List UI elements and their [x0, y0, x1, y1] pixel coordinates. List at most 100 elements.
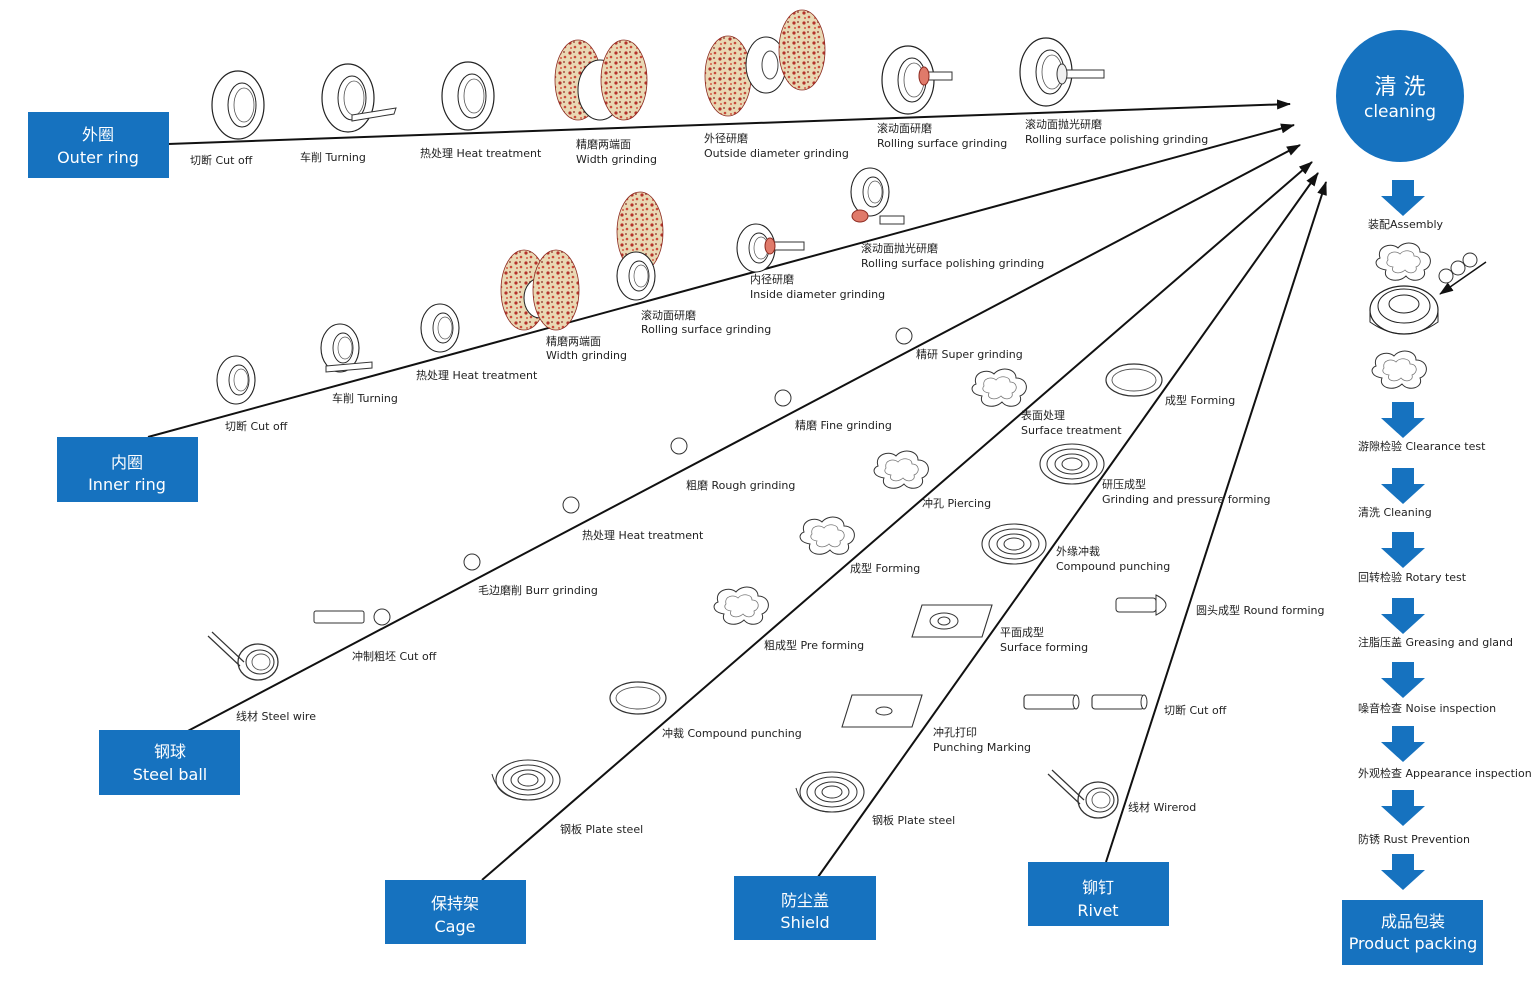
flow-assembly: 装配Assembly — [1368, 218, 1444, 231]
outer-step-rolling-cn: 滚动面研磨 — [877, 121, 932, 135]
shield-step-punch-cn: 冲孔打印 — [933, 725, 977, 739]
cage-parts — [491, 368, 1027, 801]
outer-step-cut-off: 切断 Cut off — [190, 153, 253, 167]
inner-id-grinding — [736, 223, 805, 273]
flow-rust: 防锈 Rust Prevention — [1358, 832, 1470, 846]
shield-step-compound-cn: 外缘冲裁 — [1056, 544, 1100, 558]
ball-step-heat: 热处理 Heat treatment — [582, 529, 704, 542]
final-flow-labels: 装配Assembly 游隙检验 Clearance test 清洗 Cleani… — [1358, 218, 1532, 846]
outer-ring-labels: 切断 Cut off 车削 Turning 热处理 Heat treatment… — [190, 117, 1208, 167]
rivet-parts — [1023, 594, 1167, 819]
outer-step-rolling-en: Rolling surface grinding — [877, 137, 1007, 150]
ball-step-fine: 精磨 Fine grinding — [795, 419, 892, 432]
box-cleaning-en: cleaning — [1364, 102, 1436, 122]
process-lines — [147, 99, 1327, 881]
box-shield-en: Shield — [780, 913, 829, 932]
outer-step-width-cn: 精磨两端面 — [576, 138, 631, 151]
outer-step-od-cn: 外径研磨 — [704, 132, 748, 145]
inner-step-polish-cn: 滚动面抛光研磨 — [861, 241, 938, 255]
box-inner-ring: 内圈 Inner ring — [57, 437, 198, 502]
outer-step-width-en: Width grinding — [576, 153, 657, 166]
box-cleaning: 清 洗 cleaning — [1336, 30, 1464, 162]
box-packing-en: Product packing — [1349, 934, 1478, 953]
inner-step-turning: 车削 Turning — [332, 391, 398, 405]
box-cage: 保持架 Cage — [385, 880, 526, 944]
outer-step-polish-en: Rolling surface polishing grinding — [1025, 133, 1208, 146]
ball-step-super: 精研 Super grinding — [916, 348, 1023, 361]
box-rivet-en: Rivet — [1077, 901, 1118, 920]
outer-step-od-en: Outside diameter grinding — [704, 147, 849, 160]
inner-polish-grinding — [850, 167, 905, 225]
outer-step-heat: 热处理 Heat treatment — [420, 147, 542, 160]
outer-step-polish-cn: 滚动面抛光研磨 — [1025, 117, 1102, 131]
outer-step-turning: 车削 Turning — [300, 150, 366, 164]
box-rivet: 铆钉 Rivet — [1028, 862, 1169, 926]
shield-step-plate: 钢板 Plate steel — [872, 813, 955, 827]
inner-rolling-grinding — [616, 191, 664, 301]
cage-step-pre: 粗成型 Pre forming — [764, 638, 864, 652]
inner-step-rolling-cn: 滚动面研磨 — [641, 308, 696, 322]
box-rivet-cn: 铆钉 — [1082, 878, 1114, 897]
shield-parts — [795, 363, 1163, 813]
inner-step-width-cn: 精磨两端面 — [546, 335, 601, 348]
rivet-step-round: 圆头成型 Round forming — [1196, 603, 1324, 617]
steel-ball-labels: 线材 Steel wire 冲制粗坯 Cut off 毛边磨削 Burr gri… — [236, 348, 1023, 723]
shield-step-compound-en: Compound punching — [1056, 560, 1170, 573]
inner-step-polish-en: Rolling surface polishing grinding — [861, 257, 1044, 270]
outer-turning-ring — [321, 63, 397, 133]
inner-ring-labels: 切断 Cut off 车削 Turning 热处理 Heat treatment… — [225, 241, 1044, 433]
inner-step-width-en: Width grinding — [546, 349, 627, 362]
box-inner-ring-en: Inner ring — [88, 475, 166, 494]
box-steel-ball-en: Steel ball — [133, 765, 208, 784]
box-shield: 防尘盖 Shield — [734, 876, 876, 940]
box-steel-ball: 钢球 Steel ball — [99, 730, 240, 795]
shield-step-surface-cn: 平面成型 — [1000, 625, 1044, 639]
flow-greasing: 注脂压盖 Greasing and gland — [1358, 635, 1513, 649]
ball-step-wire: 线材 Steel wire — [236, 709, 316, 723]
inner-step-id-en: Inside diameter grinding — [750, 288, 885, 301]
cage-step-piercing: 冲孔 Piercing — [922, 496, 991, 510]
box-outer-ring-en: Outer ring — [57, 148, 139, 167]
shield-step-grind-cn: 研压成型 — [1102, 477, 1146, 491]
cage-step-forming: 成型 Forming — [850, 561, 920, 575]
flow-appearance: 外观检查 Appearance inspection — [1358, 766, 1532, 780]
cage-step-compound: 冲裁 Compound punching — [662, 726, 802, 740]
cage-step-surface-en: Surface treatment — [1021, 424, 1122, 437]
shield-labels: 钢板 Plate steel 冲孔打印 Punching Marking 平面成… — [872, 393, 1270, 827]
cage-step-surface-cn: 表面处理 — [1021, 408, 1065, 422]
outer-rolling-grinding — [881, 45, 953, 115]
inner-step-cut-off: 切断 Cut off — [225, 419, 288, 433]
ball-step-rough: 粗磨 Rough grinding — [686, 479, 795, 492]
box-cleaning-cn: 清 洗 — [1375, 75, 1426, 100]
box-steel-ball-cn: 钢球 — [154, 742, 186, 761]
rivet-step-cut: 切断 Cut off — [1164, 703, 1227, 717]
outer-width-grinding — [554, 39, 648, 121]
box-inner-ring-cn: 内圈 — [111, 453, 143, 472]
rivet-step-wire: 线材 Wirerod — [1128, 800, 1196, 814]
inner-ring-parts — [216, 167, 905, 405]
flow-clearance: 游隙检验 Clearance test — [1358, 439, 1486, 453]
assembly-illustration — [1369, 242, 1487, 389]
steel-ball-parts — [207, 327, 913, 681]
inner-step-rolling-en: Rolling surface grinding — [641, 323, 771, 336]
box-cage-en: Cage — [435, 917, 476, 936]
flow-noise: 噪音检查 Noise inspection — [1358, 701, 1496, 715]
flow-rotary: 回转检验 Rotary test — [1358, 570, 1467, 584]
box-shield-cn: 防尘盖 — [781, 891, 829, 910]
ball-step-cut: 冲制粗坯 Cut off — [352, 649, 437, 663]
cage-step-plate: 钢板 Plate steel — [560, 822, 643, 836]
outer-ring-parts — [211, 9, 1105, 140]
box-cage-cn: 保持架 — [431, 894, 479, 913]
flow-cleaning: 清洗 Cleaning — [1358, 506, 1432, 519]
box-packing-cn: 成品包装 — [1381, 912, 1445, 931]
cage-labels: 钢板 Plate steel 冲裁 Compound punching 粗成型 … — [560, 408, 1122, 836]
ball-step-burr: 毛边磨削 Burr grinding — [478, 583, 598, 597]
shield-step-surface-en: Surface forming — [1000, 641, 1088, 654]
inner-step-heat: 热处理 Heat treatment — [416, 369, 538, 382]
box-outer-ring: 外圈 Outer ring — [28, 112, 169, 178]
box-packing: 成品包装 Product packing — [1342, 900, 1483, 965]
shield-step-grind-en: Grinding and pressure forming — [1102, 493, 1270, 506]
shield-step-forming: 成型 Forming — [1165, 393, 1235, 407]
outer-polish-grinding — [1019, 37, 1105, 107]
